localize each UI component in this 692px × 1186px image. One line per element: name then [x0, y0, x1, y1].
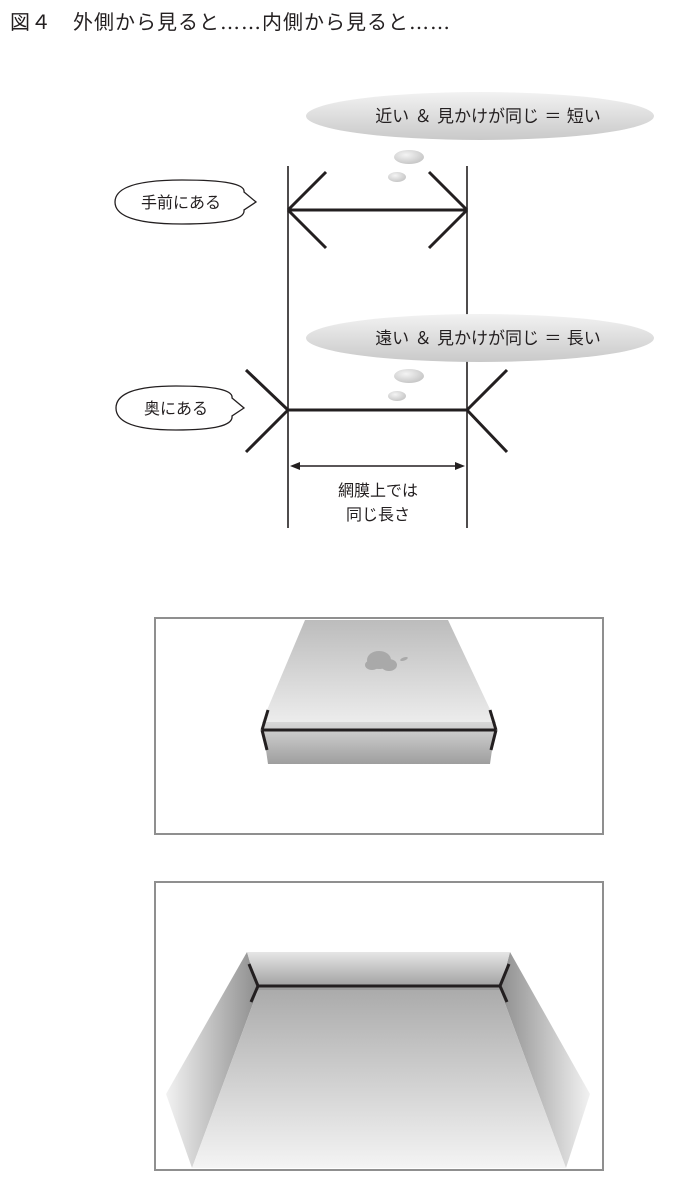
- retina-label-line2: 同じ長さ: [346, 505, 410, 524]
- callout-back-text: 奥にある: [144, 399, 208, 418]
- bubble-top-text: 近い ＆ 見かけが同じ ＝ 短い: [375, 107, 601, 127]
- logo-icon: [365, 651, 408, 671]
- retina-measure-arrow: [290, 462, 465, 470]
- bubble-bottom-text: 遠い ＆ 見かけが同じ ＝ 長い: [375, 329, 601, 349]
- callout-front: 手前にある: [114, 179, 258, 225]
- figure-title: 図４ 外側から見ると……内側から見ると……: [10, 10, 451, 34]
- inside-view-panel: [154, 881, 604, 1171]
- inside-edge-highlight: [247, 963, 511, 1003]
- callout-back: 奥にある: [115, 385, 246, 431]
- right-wall: [500, 952, 590, 1168]
- thought-bubble-top: 近い ＆ 見かけが同じ ＝ 短い: [306, 92, 654, 182]
- outside-view-panel: [154, 617, 604, 835]
- left-wall: [166, 952, 258, 1168]
- retina-label-line1: 網膜上では: [338, 481, 418, 500]
- long-looking-line: [244, 368, 509, 454]
- laptop-front-edge: [262, 722, 496, 764]
- callout-front-text: 手前にある: [141, 193, 221, 212]
- outside-edge-highlight: [260, 709, 498, 751]
- floor: [192, 990, 566, 1168]
- thought-bubble-bottom: 遠い ＆ 見かけが同じ ＝ 長い: [306, 314, 654, 401]
- laptop-top-surface: [262, 620, 496, 722]
- back-wall: [247, 952, 510, 990]
- short-looking-arrow: [286, 170, 469, 250]
